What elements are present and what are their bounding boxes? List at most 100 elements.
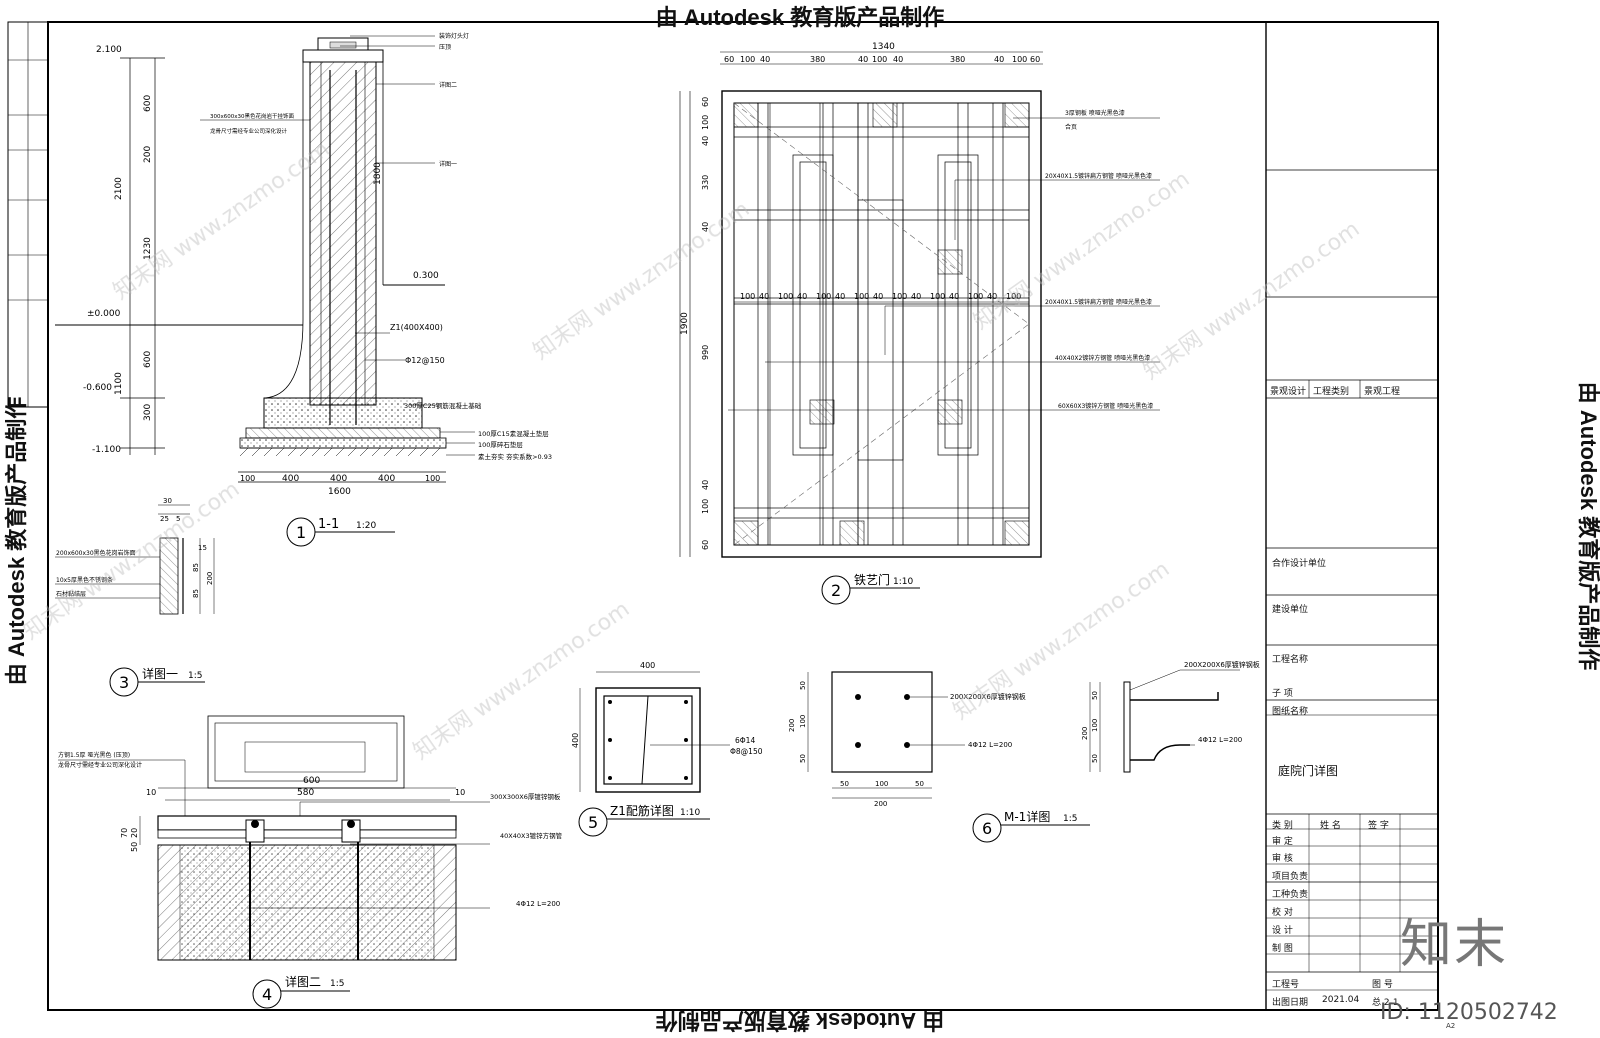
svg-text:200: 200 <box>206 572 214 585</box>
svg-text:400: 400 <box>571 733 580 748</box>
svg-text:50: 50 <box>1091 754 1099 763</box>
svg-text:70: 70 <box>120 828 129 838</box>
svg-text:100: 100 <box>240 474 255 483</box>
svg-text:4Φ12 L=200: 4Φ12 L=200 <box>1198 736 1242 744</box>
svg-text:1:20: 1:20 <box>356 521 376 531</box>
svg-text:600: 600 <box>303 776 320 786</box>
svg-text:3厚钢板 喷哑光黑色漆: 3厚钢板 喷哑光黑色漆 <box>1065 109 1125 117</box>
svg-text:300: 300 <box>143 404 153 421</box>
svg-text:方钢1.5厚 哑光黑色 (压顶): 方钢1.5厚 哑光黑色 (压顶) <box>58 751 130 759</box>
svg-text:50: 50 <box>130 842 139 852</box>
tb-build: 建设单位 <box>1272 605 1309 615</box>
svg-text:580: 580 <box>297 788 314 798</box>
svg-text:4Φ12 L=200: 4Φ12 L=200 <box>968 741 1012 749</box>
svg-text:100: 100 <box>875 780 888 788</box>
note-keel: 龙骨尺寸需经专业公司深化设计 <box>210 127 288 135</box>
svg-text:100: 100 <box>1091 719 1099 732</box>
svg-text:知末网 www.znzmo.com: 知末网 www.znzmo.com <box>529 197 754 365</box>
svg-text:200: 200 <box>143 146 153 163</box>
svg-text:15: 15 <box>198 544 207 552</box>
gate-dim-label: 100 <box>701 115 710 130</box>
svg-text:400: 400 <box>330 474 347 484</box>
gate-dim-label: 100 <box>1006 292 1021 301</box>
svg-text:300厚C25钢筋混凝土基础: 300厚C25钢筋混凝土基础 <box>404 401 482 410</box>
svg-text:素土夯实 夯实系数>0.93: 素土夯实 夯实系数>0.93 <box>478 452 552 461</box>
gate-dim-label: 100 <box>1012 55 1027 64</box>
svg-text:Φ8@150: Φ8@150 <box>730 747 763 756</box>
svg-text:1:10: 1:10 <box>893 577 913 587</box>
detail-5-marker <box>578 807 608 837</box>
svg-text:±0.000: ±0.000 <box>87 309 121 319</box>
svg-text:5: 5 <box>588 813 598 832</box>
svg-text:1600: 1600 <box>328 487 351 497</box>
rebar-label: Φ12@150 <box>405 356 445 365</box>
svg-text:600: 600 <box>143 95 153 112</box>
gate-dim-label: 100 <box>892 292 907 301</box>
note-lamp: 装饰灯头灯 <box>439 32 469 40</box>
svg-text:6Φ14: 6Φ14 <box>735 736 755 745</box>
tb-r1-c: 景观工程 <box>1364 387 1401 397</box>
detail-2-marker <box>821 575 851 605</box>
svg-text:-0.600: -0.600 <box>83 383 112 393</box>
svg-text:10: 10 <box>455 788 465 797</box>
svg-text:200: 200 <box>788 719 796 732</box>
svg-text:10: 10 <box>146 788 156 797</box>
svg-text:0.300: 0.300 <box>413 271 439 281</box>
detail-6-marker <box>972 813 1002 843</box>
tb-coop: 合作设计单位 <box>1272 559 1327 569</box>
gate-dim-label: 40 <box>987 292 997 301</box>
detail-4-title: 详图二 <box>285 974 321 989</box>
svg-text:50: 50 <box>799 681 807 690</box>
gate-dim-label: 40 <box>994 55 1004 64</box>
svg-text:石材黏结层: 石材黏结层 <box>56 590 86 598</box>
svg-text:400: 400 <box>282 474 299 484</box>
svg-text:200X200X6厚镀锌钢板: 200X200X6厚镀锌钢板 <box>1184 660 1260 669</box>
gate-dim-label: 100 <box>872 55 887 64</box>
gate-dim-label: 40 <box>701 480 710 490</box>
svg-text:100: 100 <box>425 474 440 483</box>
gate-dim-label: 60 <box>724 55 734 64</box>
gate-dim-label: 380 <box>810 55 825 64</box>
svg-text:1100: 1100 <box>114 372 124 395</box>
detail-1-title: 1-1 <box>318 517 339 532</box>
svg-text:600: 600 <box>143 351 153 368</box>
svg-text:100厚碎石垫层: 100厚碎石垫层 <box>478 440 523 449</box>
gate-dim-label: 40 <box>797 292 807 301</box>
title-block <box>1265 21 1439 1011</box>
detail-6-plate: 50 100 50 200 50 100 50 200 200X200X6厚镀锌… <box>788 660 1260 843</box>
gate-dim-label: 100 <box>740 292 755 301</box>
svg-text:1:5: 1:5 <box>330 979 344 989</box>
stamp-top: 由 Autodesk 教育版产品制作 <box>655 5 945 30</box>
svg-text:50: 50 <box>915 780 924 788</box>
gate-dim-label: 60 <box>701 540 710 550</box>
gate-dim-label: 100 <box>930 292 945 301</box>
svg-text:4: 4 <box>262 985 272 1004</box>
svg-text:200: 200 <box>874 800 887 808</box>
svg-text:5: 5 <box>176 515 180 523</box>
svg-text:1340: 1340 <box>872 42 895 52</box>
svg-text:1: 1 <box>296 523 306 542</box>
gate-dim-label: 100 <box>968 292 983 301</box>
column-label: Z1(400X400) <box>390 323 443 332</box>
gate-dim-label: 100 <box>701 499 710 514</box>
brand-logo: 知末 <box>1400 915 1509 975</box>
svg-text:2: 2 <box>831 581 841 600</box>
svg-text:知末网 www.znzmo.com: 知末网 www.znzmo.com <box>409 597 634 765</box>
svg-text:60X60X3镀锌方钢管 喷哑光黑色漆: 60X60X3镀锌方钢管 喷哑光黑色漆 <box>1058 402 1153 410</box>
svg-text:50: 50 <box>840 780 849 788</box>
watermark-layer: 知末网 www.znzmo.com 知末网 www.znzmo.com 知末网 … <box>19 137 1364 765</box>
gate-dim-label: 40 <box>701 136 710 146</box>
detail-1-section: 2.100 ±0.000 -0.600 -1.100 0.300 2100 60… <box>55 32 552 547</box>
tb-item: 子 项 <box>1272 689 1293 699</box>
svg-text:知末网 www.znzmo.com: 知末网 www.znzmo.com <box>19 477 244 645</box>
svg-text:85: 85 <box>192 563 200 572</box>
svg-text:200: 200 <box>1081 727 1089 740</box>
tb-r1-b: 工程类别 <box>1313 387 1350 397</box>
gate-dim-label: 990 <box>701 345 710 360</box>
gate-dim-label: 100 <box>816 292 831 301</box>
detail-5-rebar: 400 400 6Φ14 Φ8@150 5 Z1配筋详图 1:10 <box>571 661 763 837</box>
gate-dim-label: 40 <box>760 55 770 64</box>
gate-dim-label: 40 <box>701 222 710 232</box>
gate-dim-label: 100 <box>740 55 755 64</box>
